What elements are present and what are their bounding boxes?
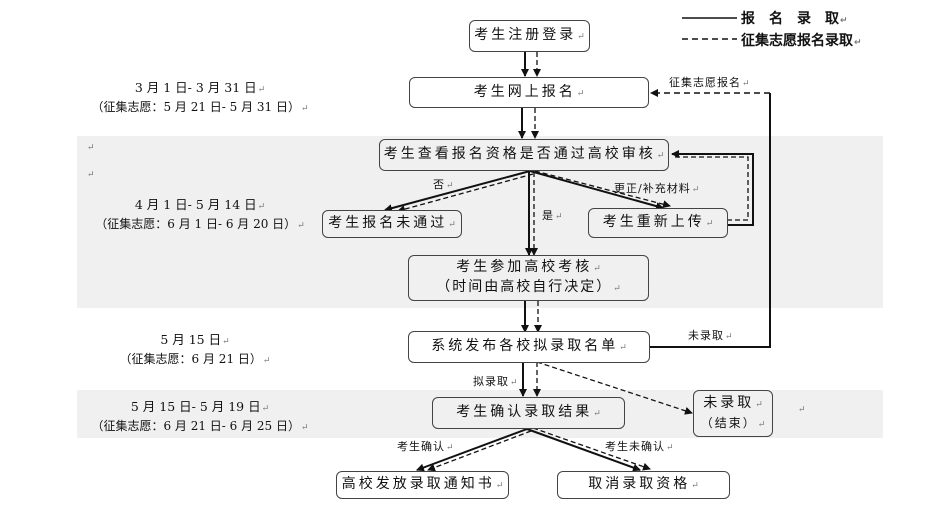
- paragraph-mark: ↵: [87, 170, 95, 180]
- edge-not-admitted-loop: [650, 93, 771, 348]
- node-apply-online: 考生网上报名↵: [409, 77, 649, 108]
- edge-reupload-loop-dashed: [672, 156, 749, 221]
- date-stage-4: 5 月 15 日- 5 月 19 日↵ （征集志愿：6 月 21 日- 6 月 …: [91, 399, 309, 433]
- label-not-admitted: 未录取↵: [688, 329, 733, 342]
- legend-solid-label: 报 名 录 取: [741, 11, 839, 27]
- edge-not-confirm-dashed: [532, 427, 651, 471]
- date-stage-3: 5 月 15 日↵ （征集志愿：6 月 21 日）↵: [119, 332, 271, 366]
- paragraph-mark: ↵: [798, 405, 806, 415]
- node-not-admitted-end: 未录取↵ （结束）↵: [693, 390, 773, 437]
- legend-dashed: 征集志愿报名录取↵: [741, 33, 862, 49]
- node-confirm-result: 考生确认录取结果↵: [432, 397, 625, 429]
- date-stage-2: 4 月 1 日- 5 月 14 日↵ （征集志愿：6 月 1 日- 6 月 20…: [95, 197, 305, 231]
- date-stage-1: 3 月 1 日- 3 月 31 日↵ （征集志愿：5 月 21 日- 5 月 3…: [91, 80, 309, 114]
- node-cancel-qualification: 取消录取资格↵: [557, 471, 730, 499]
- node-register: 考生注册登录↵: [469, 20, 590, 52]
- node-publish-list: 系统发布各校拟录取名单↵: [408, 331, 650, 363]
- node-not-passed: 考生报名未通过↵: [322, 210, 462, 238]
- legend-dashed-label: 征集志愿报名录取: [741, 33, 853, 49]
- node-reupload: 考生重新上传↵: [588, 208, 728, 238]
- edge-correct-dashed: [534, 170, 671, 209]
- edge-no-dashed: [397, 173, 534, 214]
- label-student-confirm: 考生确认↵: [397, 440, 454, 453]
- edge-confirm-solid: [416, 428, 528, 472]
- edge-no-solid: [384, 170, 531, 213]
- node-issue-notice: 高校发放录取通知书↵: [336, 471, 509, 499]
- label-yes: 是↵: [542, 209, 563, 222]
- label-student-not-confirm: 考生未确认↵: [605, 440, 674, 453]
- paragraph-mark: ↵: [87, 143, 95, 153]
- label-supplementary-apply: 征集志愿报名↵: [669, 76, 750, 89]
- edge-reupload-loop-solid: [671, 150, 754, 226]
- label-proposed-admit: 拟录取↵: [473, 375, 518, 388]
- edge-not-admitted-end: [536, 361, 693, 415]
- edge-not-confirm-solid: [526, 428, 641, 472]
- edge-correct-solid: [529, 170, 664, 210]
- node-check-review: 考生查看报名资格是否通过高校审核↵: [379, 139, 669, 171]
- node-exam: 考生参加高校考核↵ （时间由高校自行决定）↵: [408, 255, 649, 301]
- edge-confirm-dashed: [427, 430, 532, 472]
- label-no: 否↵: [433, 178, 454, 191]
- legend-solid: 报 名 录 取↵: [741, 11, 848, 27]
- label-correct-supplement: 更正/补充材料↵: [614, 182, 700, 195]
